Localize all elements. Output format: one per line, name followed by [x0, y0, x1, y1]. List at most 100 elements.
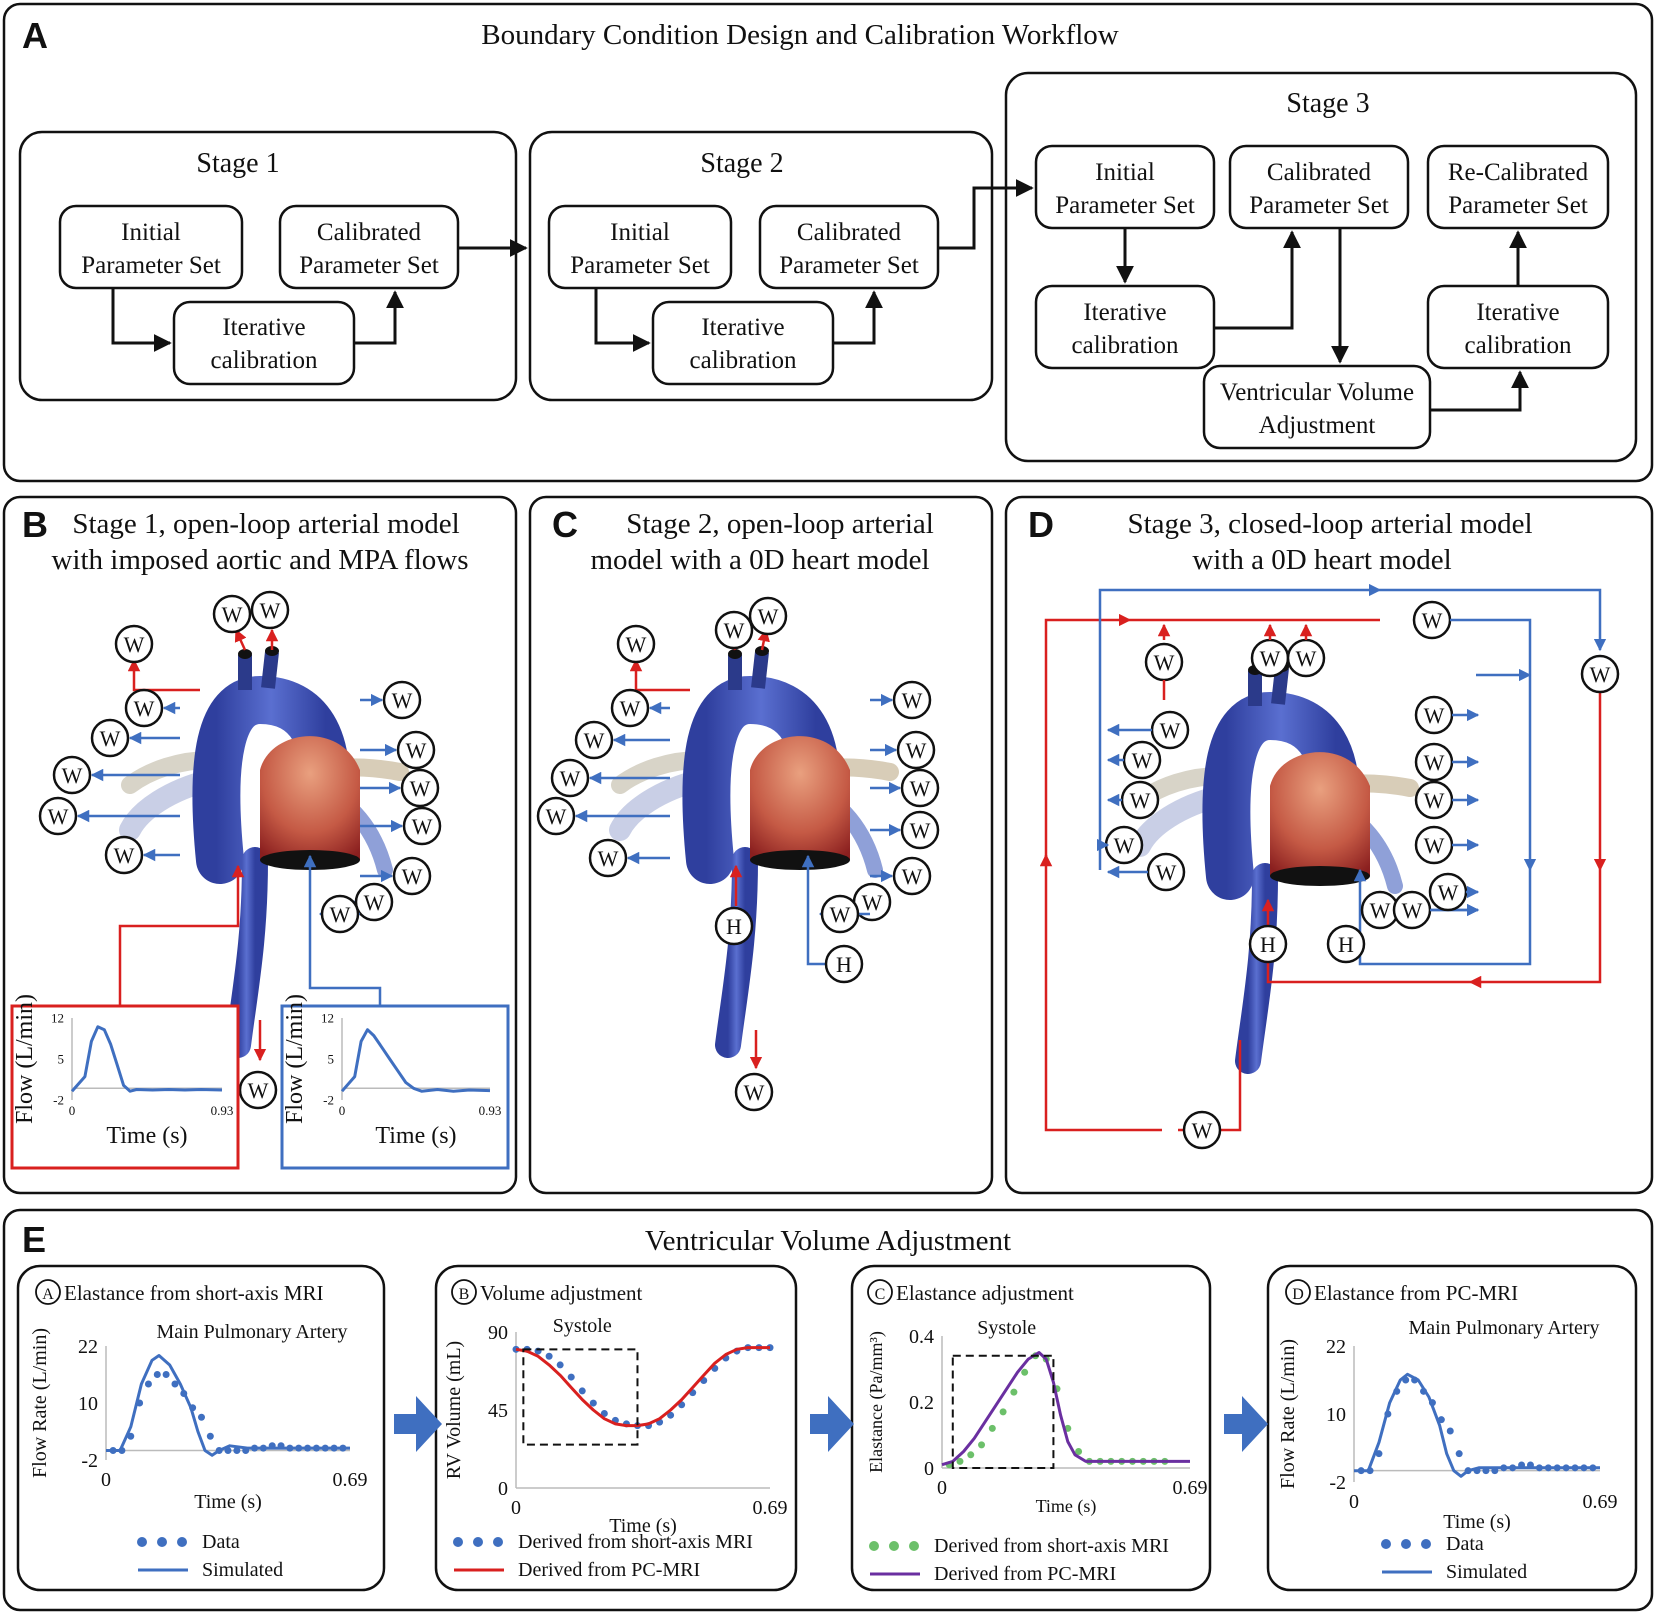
x-axis-label: Time (s) — [194, 1491, 262, 1513]
heart — [260, 736, 360, 860]
y-axis-label: Flow (L/min) — [12, 994, 38, 1124]
w-node-b-right-5 — [354, 882, 394, 922]
x-axis-label: Time (s) — [106, 1123, 187, 1149]
ed-legend-dot — [1421, 1539, 1431, 1549]
w-node-b1-label: W — [124, 632, 145, 657]
w-node-b-right-5-label: W — [364, 890, 385, 915]
stage-2-iterative-l1: Iterative — [701, 314, 784, 341]
w-node-b3 — [250, 590, 290, 630]
subpanel-ea-frame — [16, 1264, 386, 1592]
w-node-c-bottom-label: W — [744, 1080, 765, 1105]
w-node-c-right-1 — [896, 730, 936, 770]
w-node-c3 — [748, 596, 788, 636]
series-line — [106, 1354, 350, 1457]
w-node-c1-label: W — [626, 632, 647, 657]
stage-2-to-3-arrow — [938, 179, 1034, 250]
x-axis-label: Time (s) — [609, 1515, 677, 1537]
panel-d: D Stage 3, closed-loop arterial model wi… — [1004, 495, 1654, 1195]
series-line — [941, 1351, 1190, 1467]
stage-1: Stage 1 Initial Parameter Set Iterative … — [18, 130, 518, 402]
ec-legend-label: Derived from PC-MRI — [934, 1563, 1116, 1585]
ea-legend-dot — [137, 1537, 147, 1547]
inflow-blue-line — [303, 854, 382, 1005]
ec-badge — [867, 1279, 893, 1305]
data-point — [1021, 1368, 1029, 1376]
x-tick-label: 0 — [101, 1469, 111, 1491]
data-point — [578, 1387, 586, 1395]
x-tick-label: 0 — [339, 1103, 346, 1118]
stage-3-adjust-l1: Ventricular Volume — [1220, 379, 1414, 406]
series-line — [70, 1025, 223, 1093]
x-tick-label: 0.93 — [479, 1103, 502, 1118]
w-node-c-bottom — [734, 1072, 774, 1112]
w-node-b-right-4 — [392, 856, 432, 896]
data-point — [556, 1361, 564, 1369]
panel-b-title-l2: with imposed aortic and MPA flows — [51, 544, 468, 576]
w-node-b-right-6 — [320, 894, 360, 934]
y-tick-label: 10 — [1326, 1404, 1346, 1426]
stage-3-recalibrated-l2: Parameter Set — [1448, 192, 1588, 219]
h-node-c2-label: H — [836, 952, 852, 977]
data-point — [545, 1352, 553, 1360]
stage-2-title: Stage 2 — [700, 148, 783, 179]
w-node-b-right-2-label: W — [410, 776, 431, 801]
x-axis-label: Time (s) — [1036, 1496, 1097, 1517]
w-node-d-top-1-label: W — [1260, 646, 1281, 671]
x-tick-label: 0 — [511, 1497, 521, 1519]
data-point — [1075, 1448, 1083, 1455]
h-node-d1-label: H — [1260, 932, 1276, 957]
y-tick-label: 0.4 — [909, 1326, 934, 1348]
w-node-c-right-6-label: W — [830, 902, 851, 927]
ed-heading: Elastance from PC-MRI — [1314, 1281, 1518, 1305]
panel-d-frame — [1004, 495, 1654, 1195]
w-node-c-left-0-label: W — [620, 696, 641, 721]
y-tick-label: 5 — [328, 1052, 335, 1067]
data-point — [567, 1373, 575, 1381]
heart-outlet — [1270, 866, 1370, 886]
data-point — [144, 1380, 152, 1388]
head-vessel-2 — [751, 651, 769, 689]
w-node-b-right-4-label: W — [402, 864, 423, 889]
w-node-c-left-2-label: W — [560, 766, 581, 791]
ea-legend-dot — [157, 1537, 167, 1547]
heart — [1270, 752, 1370, 876]
w-node-c-right-2-label: W — [910, 776, 931, 801]
w-node-b-left-3 — [38, 796, 78, 836]
stage-1-iterative-l1: Iterative — [222, 314, 305, 341]
w-node-b-right-3 — [402, 806, 442, 846]
w-node-d-bottom — [1182, 1110, 1222, 1150]
w-node-d-right-6-label: W — [1438, 880, 1459, 905]
vessel-cap — [238, 649, 252, 659]
y-tick-label: 10 — [78, 1393, 98, 1415]
stage-1-initial-box — [58, 204, 244, 290]
stage-3: Stage 3 Initial Parameter Set Calibrated… — [1004, 71, 1638, 463]
data-point — [1375, 1450, 1383, 1458]
stage-3-calibrated-l2: Parameter Set — [1249, 192, 1389, 219]
h-node-d2-label: H — [1338, 932, 1354, 957]
stage-3-recalibrated-box — [1426, 144, 1610, 230]
panel-b-frame — [2, 495, 518, 1195]
ea-legend-label: Simulated — [202, 1559, 283, 1581]
panel-d-label: D — [1028, 504, 1054, 545]
data-point — [1010, 1388, 1018, 1396]
w-node-c-right-3-label: W — [910, 818, 931, 843]
w-node-b3-label: W — [260, 598, 281, 623]
w-node-b-right-0 — [382, 680, 422, 720]
inflow-red-line — [118, 864, 245, 1005]
w-node-c-right-4 — [892, 856, 932, 896]
w-node-b-left-4 — [104, 835, 144, 875]
ea-heading: Elastance from short-axis MRI — [64, 1281, 324, 1305]
w-node-d-right-1-label: W — [1424, 750, 1445, 775]
w-node-c-right-0 — [892, 680, 932, 720]
eb-legend-label: Derived from short-axis MRI — [518, 1531, 753, 1553]
ed-legend-label: Simulated — [1446, 1561, 1527, 1583]
y-tick-label: 5 — [58, 1052, 65, 1067]
stage-3-iterative2-l2: calibration — [1465, 332, 1572, 359]
ea-legend-dot — [177, 1537, 187, 1547]
stage-3-title: Stage 3 — [1286, 88, 1369, 119]
panel-e-title: Ventricular Volume Adjustment — [645, 1225, 1011, 1257]
w-node-d-top-label: W — [1422, 608, 1443, 633]
